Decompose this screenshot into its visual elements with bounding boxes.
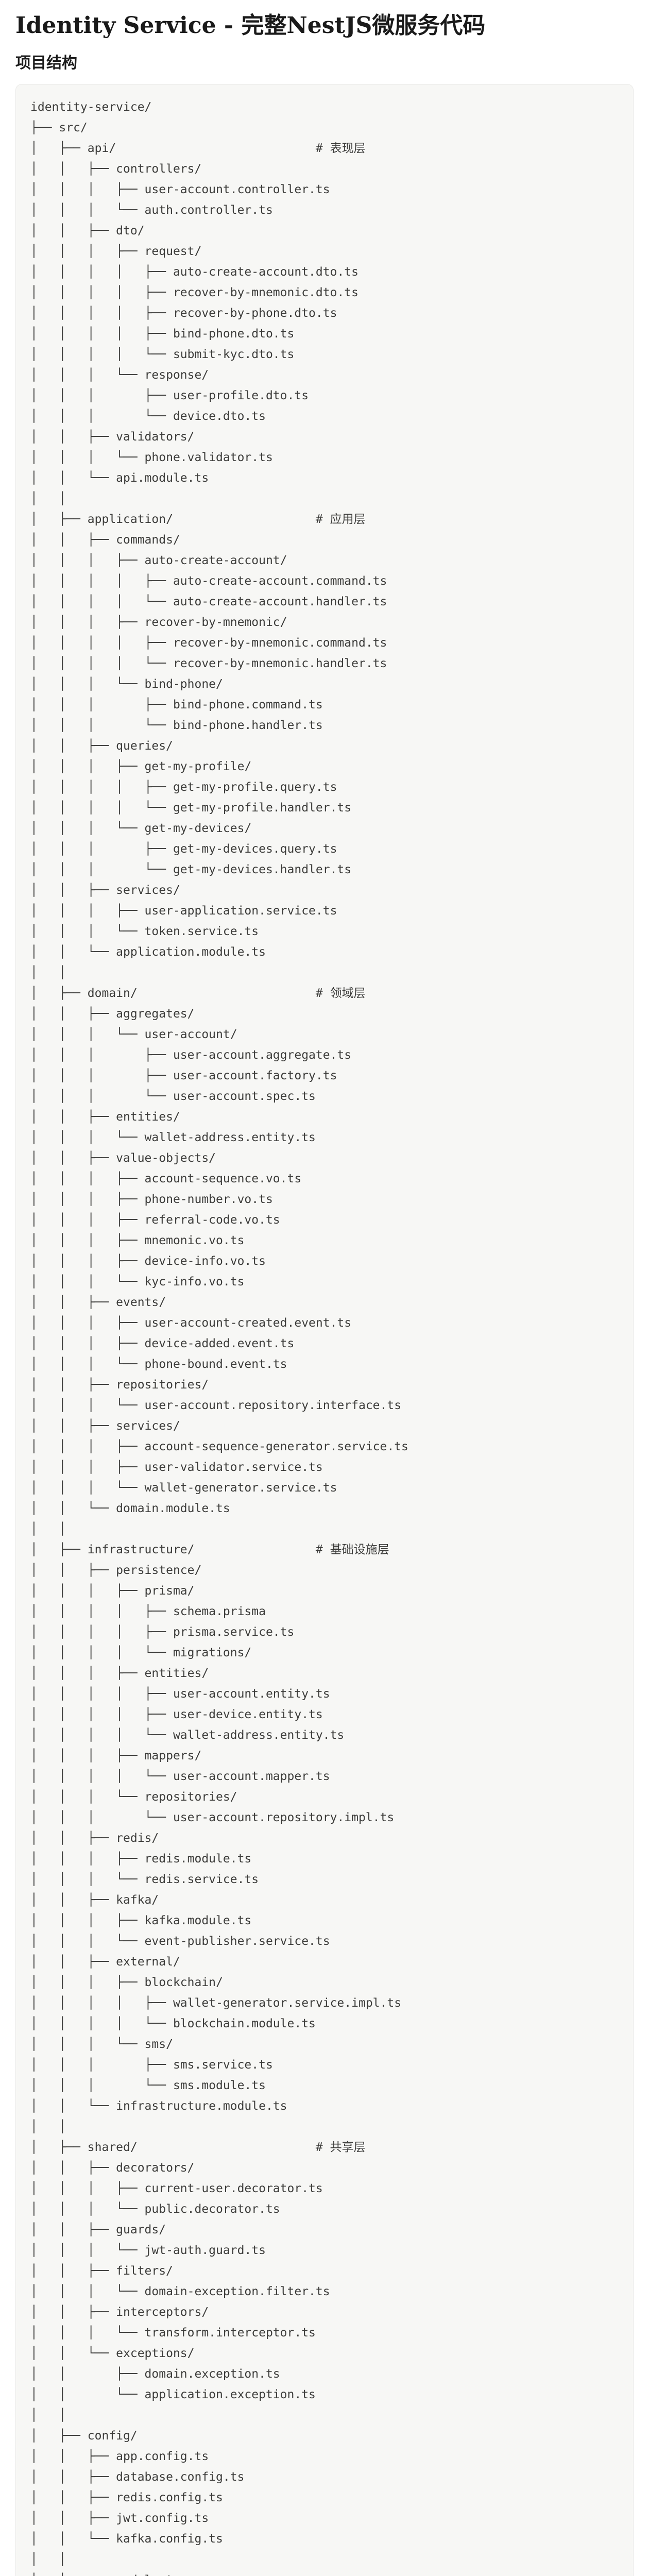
page-title: Identity Service - 完整NestJS微服务代码 — [15, 12, 486, 39]
code-block: identity-service/ ├── src/ │ ├── api/ # … — [15, 84, 634, 2576]
directory-tree: identity-service/ ├── src/ │ ├── api/ # … — [30, 100, 408, 2576]
section-heading: 项目结构 — [15, 54, 77, 72]
